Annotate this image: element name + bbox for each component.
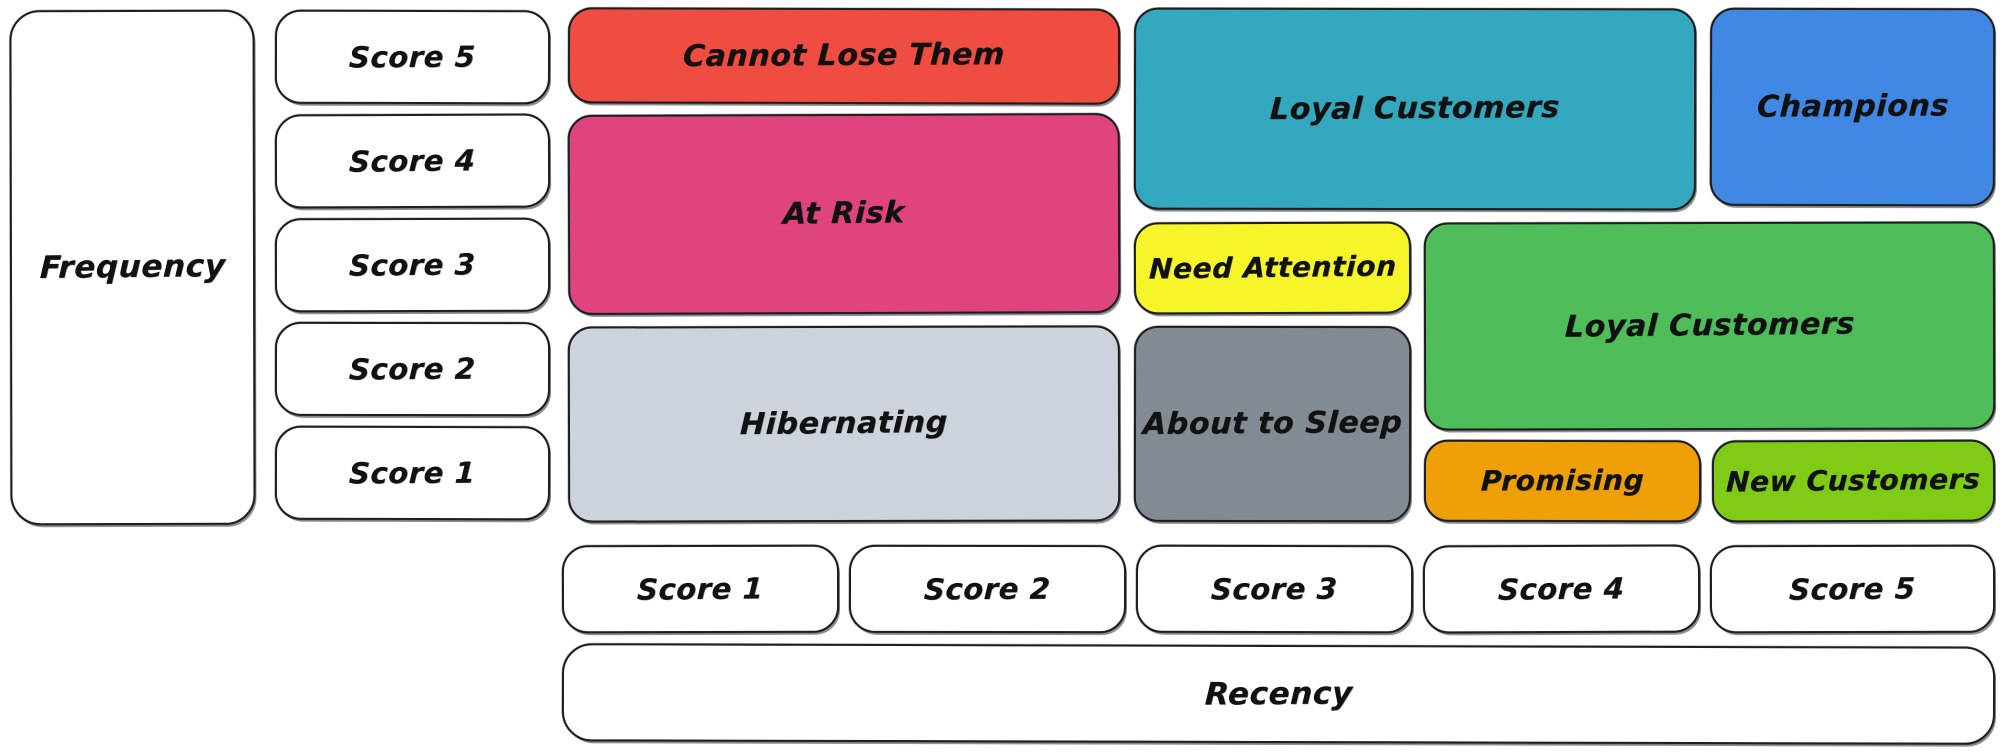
frequency-score-3-label: Score 3 (348, 247, 477, 283)
frequency-score-3[interactable]: Score 3 (274, 217, 551, 313)
recency-score-5-label: Score 5 (1788, 571, 1917, 607)
segment-new-customers-label: New Customers (1725, 462, 1982, 499)
recency-axis-label: Recency (561, 643, 1996, 745)
segment-hibernating-label: Hibernating (739, 405, 949, 443)
segment-cannot-lose-them[interactable]: Cannot Lose Them (567, 7, 1121, 105)
recency-score-1-label: Score 1 (636, 571, 765, 607)
frequency-axis-text: Frequency (39, 248, 226, 287)
segment-champions[interactable]: Champions (1709, 7, 1996, 207)
recency-axis-text: Recency (1203, 675, 1354, 713)
recency-score-4-label: Score 4 (1497, 571, 1626, 607)
segment-hibernating[interactable]: Hibernating (567, 325, 1121, 523)
frequency-score-1-label: Score 1 (348, 455, 477, 491)
segment-need-attention[interactable]: Need Attention (1133, 221, 1412, 315)
frequency-score-5-label: Score 5 (348, 39, 477, 75)
segment-new-customers[interactable]: New Customers (1711, 439, 1996, 523)
segment-about-to-sleep[interactable]: About to Sleep (1133, 325, 1412, 523)
recency-score-2[interactable]: Score 2 (848, 544, 1127, 634)
segment-champions-label: Champions (1755, 88, 1950, 125)
segment-loyal-customers-green[interactable]: Loyal Customers (1423, 221, 1996, 431)
recency-score-3-label: Score 3 (1210, 571, 1339, 607)
segment-loyal-customers-teal-label: Loyal Customers (1269, 90, 1561, 128)
frequency-score-4-label: Score 4 (348, 143, 477, 179)
segment-at-risk[interactable]: At Risk (567, 113, 1121, 315)
recency-score-2-label: Score 2 (923, 571, 1052, 607)
recency-score-4[interactable]: Score 4 (1422, 544, 1701, 634)
frequency-score-4[interactable]: Score 4 (274, 113, 551, 209)
segment-need-attention-label: Need Attention (1148, 249, 1398, 286)
segment-at-risk-label: At Risk (782, 195, 906, 232)
segment-promising[interactable]: Promising (1423, 439, 1702, 523)
segment-cannot-lose-them-label: Cannot Lose Them (682, 37, 1006, 75)
frequency-axis-label: Frequency (9, 9, 256, 526)
frequency-score-2[interactable]: Score 2 (274, 321, 551, 417)
segment-promising-label: Promising (1480, 463, 1645, 498)
segment-about-to-sleep-label: About to Sleep (1142, 405, 1404, 443)
recency-score-3[interactable]: Score 3 (1135, 544, 1414, 634)
frequency-score-2-label: Score 2 (348, 351, 477, 387)
frequency-score-5[interactable]: Score 5 (274, 9, 551, 105)
recency-score-5[interactable]: Score 5 (1709, 544, 1996, 634)
frequency-score-1[interactable]: Score 1 (274, 425, 551, 521)
segment-loyal-customers-teal[interactable]: Loyal Customers (1133, 7, 1697, 211)
recency-score-1[interactable]: Score 1 (561, 544, 840, 634)
segment-loyal-customers-green-label: Loyal Customers (1563, 306, 1856, 345)
